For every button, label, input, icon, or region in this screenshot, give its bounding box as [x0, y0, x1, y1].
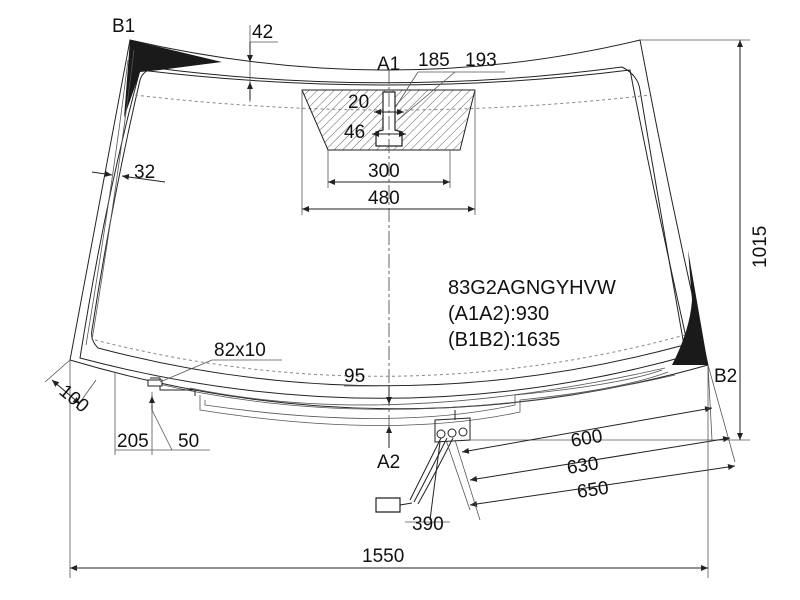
bracket-pad — [147, 379, 163, 387]
dim-42-label: 42 — [252, 22, 273, 43]
bracket-82x10 — [150, 377, 196, 396]
dim-600-label: 600 — [569, 426, 604, 452]
dim-50-label: 50 — [178, 431, 199, 452]
dim-50-leader — [151, 409, 173, 451]
dim-600-630-650-ext-a — [445, 439, 471, 511]
point-a2-label: A2 — [377, 452, 400, 473]
left-side-strip — [85, 49, 135, 346]
dim-100-line — [51, 379, 81, 405]
dim-46-label: 46 — [344, 122, 365, 143]
dim-100-ext — [44, 359, 71, 383]
dim-630-ext — [707, 364, 736, 463]
dim-205-label: 205 — [117, 431, 149, 452]
heating-band-outer — [149, 374, 676, 410]
heating-band-mid — [204, 369, 663, 419]
dim-193-label: 193 — [465, 50, 497, 71]
dim-32-line — [91, 170, 113, 177]
dim-20-label: 20 — [348, 92, 369, 113]
dim-82x10-leader — [159, 359, 213, 383]
dim-650-line — [469, 464, 736, 507]
corner-frit-top-left — [124, 40, 222, 118]
dim-390-arrow — [429, 441, 441, 521]
heating-band-lower — [189, 367, 666, 406]
connector-pin-2 — [447, 428, 457, 438]
dim-600-630-650-ext-b — [454, 439, 481, 521]
sensor-wire — [409, 437, 454, 505]
sensor-plug-lead — [399, 502, 413, 506]
dim-32-line-b — [121, 173, 166, 183]
point-a1-label: A1 — [377, 54, 400, 75]
dim-100-label: 100 — [55, 381, 93, 417]
dim-630-label: 630 — [565, 453, 600, 479]
sensor-plug — [375, 497, 401, 513]
dim-82x10-label: 82x10 — [214, 340, 266, 361]
part-code: 83G2AGNGYHVW — [448, 277, 616, 299]
dim-1550-label: 1550 — [362, 546, 404, 567]
dim-480-label: 480 — [368, 188, 400, 209]
point-b2-label: B2 — [714, 366, 737, 387]
connector-pin-3 — [458, 427, 468, 437]
connector-pin-1 — [436, 429, 446, 439]
dim-193-leader — [397, 71, 456, 121]
dim-32-label: 32 — [134, 162, 155, 183]
corner-frit-right — [672, 250, 708, 365]
dim-185-label: 185 — [418, 50, 450, 71]
dim-390-label: 390 — [412, 514, 444, 535]
dim-185-leader — [394, 71, 419, 109]
dim-300-label: 300 — [368, 161, 400, 182]
point-b1-label: B1 — [112, 16, 135, 37]
dim-650-label: 650 — [576, 478, 610, 503]
b1b2-measure: (B1B2):1635 — [448, 329, 560, 351]
dim-95-label: 95 — [344, 366, 365, 387]
dim-1015-label: 1015 — [750, 226, 771, 268]
glass-dashed-bottom — [94, 334, 686, 377]
glass-dashed-offset — [134, 94, 651, 111]
glass-outer-outline — [69, 39, 709, 410]
a1a2-measure: (A1A2):930 — [448, 303, 549, 325]
